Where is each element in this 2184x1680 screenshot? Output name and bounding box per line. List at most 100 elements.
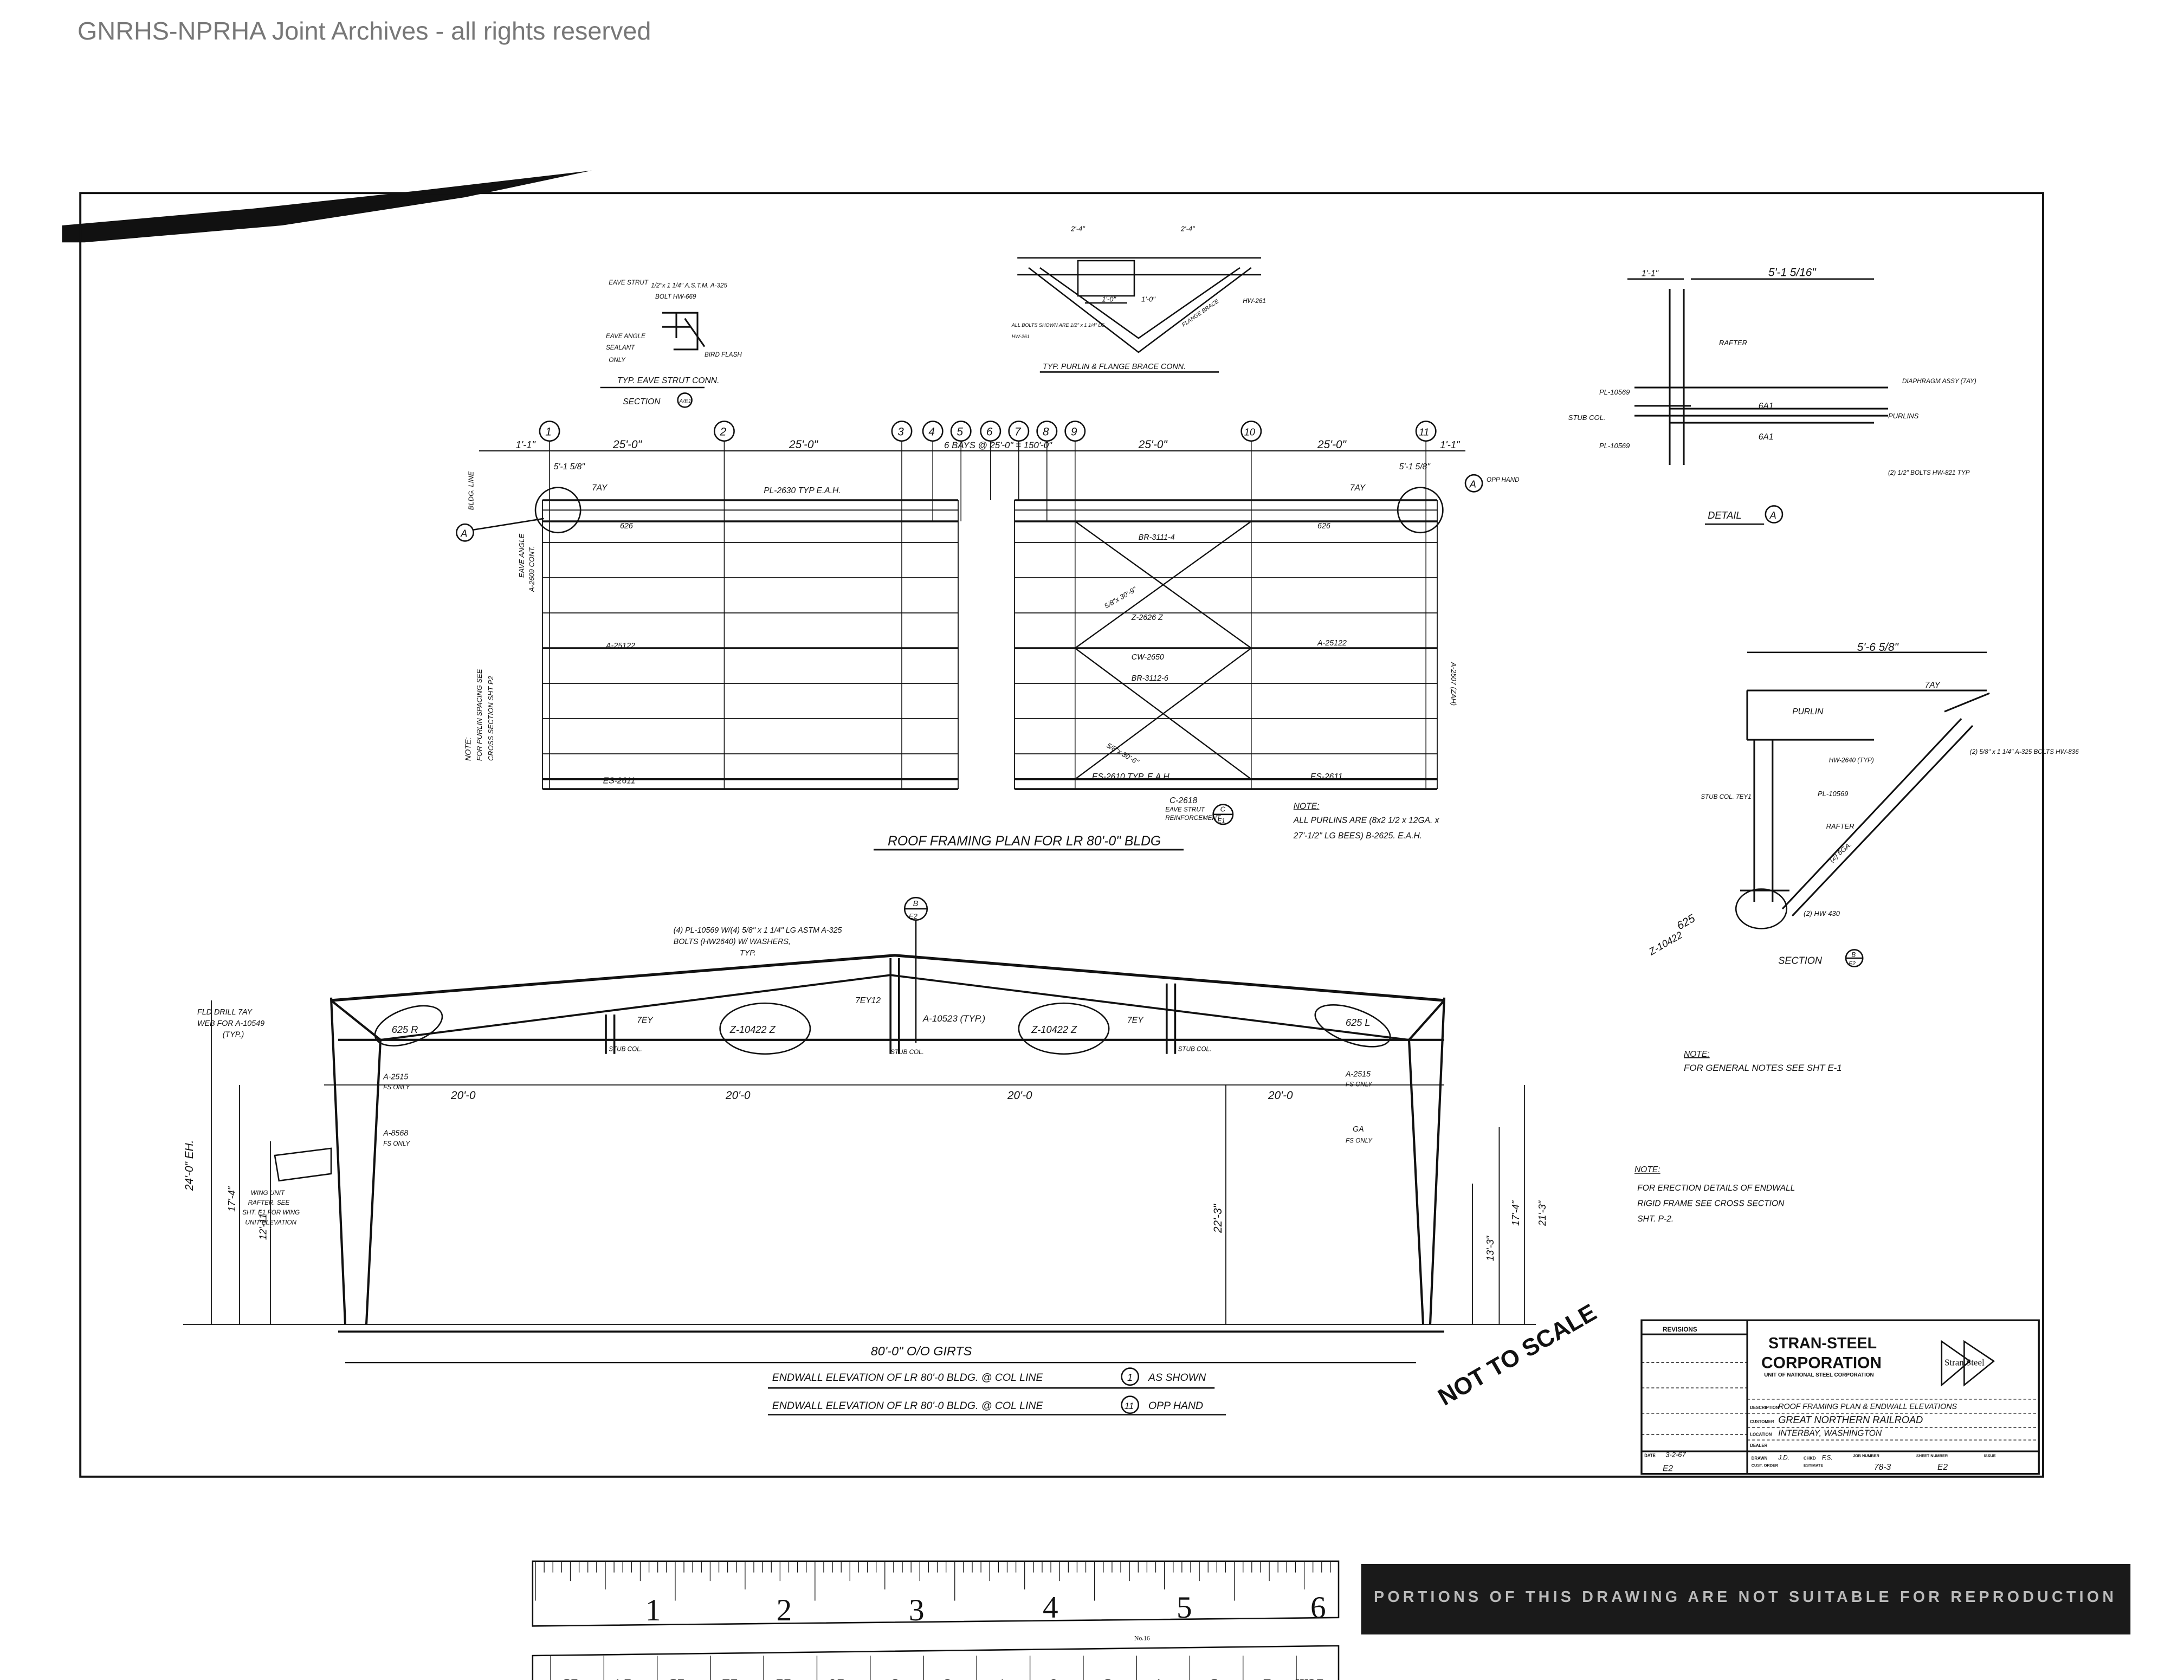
svg-text:A-10523 (TYP.): A-10523 (TYP.) bbox=[922, 1013, 985, 1024]
ruler-cm-label: 7 bbox=[997, 1676, 1005, 1680]
general-notes: NOTE: FOR GENERAL NOTES SEE SHT E-1 NOTE… bbox=[1634, 1050, 1842, 1224]
title-block: REVISIONS STRAN-STEEL CORPORATION UNIT O… bbox=[1640, 1319, 2040, 1475]
svg-text:EAVE ANGLE: EAVE ANGLE bbox=[606, 333, 645, 340]
svg-text:6A1: 6A1 bbox=[1759, 432, 1774, 442]
sheet-border bbox=[79, 192, 2044, 1478]
ruler-cm-label: 11 bbox=[776, 1676, 792, 1680]
svg-text:REVISIONS: REVISIONS bbox=[1663, 1326, 1697, 1333]
svg-text:A-2515: A-2515 bbox=[1345, 1070, 1371, 1078]
svg-text:DESCRIPTION: DESCRIPTION bbox=[1750, 1405, 1779, 1410]
plan-right-panel bbox=[1014, 499, 1438, 790]
svg-text:E2: E2 bbox=[909, 912, 918, 920]
svg-text:6: 6 bbox=[1310, 1591, 1326, 1625]
ruler-cm-label: 10 bbox=[828, 1676, 845, 1680]
svg-text:TYP. EAVE STRUT CONN.: TYP. EAVE STRUT CONN. bbox=[617, 376, 720, 385]
svg-text:J.D.: J.D. bbox=[1778, 1455, 1789, 1462]
svg-text:B: B bbox=[1851, 951, 1856, 958]
svg-text:ISSUE: ISSUE bbox=[1984, 1453, 1996, 1458]
svg-text:1'-1": 1'-1" bbox=[516, 440, 537, 450]
svg-text:Stran Steel: Stran Steel bbox=[1944, 1357, 1985, 1367]
svg-text:SEALANT: SEALANT bbox=[606, 344, 635, 351]
svg-text:AS SHOWN: AS SHOWN bbox=[1148, 1372, 1206, 1384]
svg-text:E2: E2 bbox=[1937, 1463, 1948, 1472]
svg-text:Z-10422 Z: Z-10422 Z bbox=[729, 1024, 776, 1035]
plan-left-panel bbox=[542, 499, 959, 790]
ruler-cm-label: 9 bbox=[890, 1676, 899, 1680]
svg-text:7EY: 7EY bbox=[637, 1016, 654, 1025]
svg-text:4: 4 bbox=[928, 425, 935, 438]
svg-text:PL-10569: PL-10569 bbox=[1818, 790, 1848, 798]
svg-text:BR-3111-4: BR-3111-4 bbox=[1139, 533, 1175, 542]
svg-text:ESTIMATE: ESTIMATE bbox=[1804, 1463, 1823, 1468]
svg-text:PURLINS: PURLINS bbox=[1888, 412, 1919, 420]
grid-bubble-8: 8 bbox=[1036, 421, 1058, 522]
svg-text:ONLY: ONLY bbox=[609, 357, 626, 364]
svg-text:2'-4": 2'-4" bbox=[1070, 224, 1085, 232]
svg-text:C: C bbox=[1220, 805, 1226, 813]
svg-text:JOB NUMBER: JOB NUMBER bbox=[1853, 1453, 1880, 1458]
svg-text:CUSTOMER: CUSTOMER bbox=[1750, 1419, 1774, 1424]
svg-text:21'-3": 21'-3" bbox=[1537, 1200, 1548, 1226]
svg-text:GA: GA bbox=[1353, 1125, 1364, 1134]
svg-text:ALL BOLTS SHOWN ARE 1/2" x 1 1: ALL BOLTS SHOWN ARE 1/2" x 1 1/4" LG bbox=[1011, 322, 1105, 328]
svg-text:CORPORATION: CORPORATION bbox=[1761, 1354, 1882, 1372]
svg-text:25'-0": 25'-0" bbox=[612, 438, 643, 451]
svg-text:WING UNIT: WING UNIT bbox=[251, 1190, 285, 1197]
svg-text:FS ONLY: FS ONLY bbox=[383, 1140, 410, 1147]
svg-text:22'-3": 22'-3" bbox=[1212, 1203, 1224, 1233]
svg-text:ES-2611: ES-2611 bbox=[603, 777, 636, 786]
svg-text:BOLT HW-669: BOLT HW-669 bbox=[655, 293, 696, 300]
svg-text:EAVE ANGLE: EAVE ANGLE bbox=[518, 534, 526, 578]
svg-text:LOCATION: LOCATION bbox=[1750, 1432, 1772, 1437]
ruler-cm-label: 2 bbox=[1263, 1676, 1271, 1680]
ruler-cm-label: 8 bbox=[943, 1676, 952, 1680]
svg-text:5: 5 bbox=[1177, 1591, 1192, 1625]
svg-text:(2) 5/8" x 1 1/4" A-325 BOLTS: (2) 5/8" x 1 1/4" A-325 BOLTS HW-836 bbox=[1970, 748, 2079, 755]
svg-text:FS ONLY: FS ONLY bbox=[1346, 1138, 1373, 1145]
svg-text:(2) 6GA.: (2) 6GA. bbox=[1827, 840, 1853, 863]
svg-text:A/E1: A/E1 bbox=[679, 399, 692, 405]
svg-text:4: 4 bbox=[1043, 1591, 1058, 1625]
svg-text:NOTE:: NOTE: bbox=[464, 737, 473, 761]
stran-steel-logo: Stran Steel bbox=[1941, 1340, 1995, 1387]
svg-text:A: A bbox=[1469, 479, 1476, 490]
svg-text:(4) PL-10569 W/(4) 5/8" x 1 1/: (4) PL-10569 W/(4) 5/8" x 1 1/4" LG ASTM… bbox=[674, 926, 842, 935]
svg-text:CW-2650: CW-2650 bbox=[1132, 653, 1164, 662]
svg-text:25'-0": 25'-0" bbox=[1317, 438, 1347, 451]
svg-text:11: 11 bbox=[1419, 427, 1429, 437]
svg-text:PURLIN: PURLIN bbox=[1792, 707, 1824, 716]
svg-text:E2: E2 bbox=[1849, 961, 1856, 967]
svg-text:20'-0: 20'-0 bbox=[450, 1089, 476, 1102]
svg-text:E1: E1 bbox=[1217, 817, 1225, 824]
svg-text:STUB COL.: STUB COL. bbox=[1178, 1046, 1212, 1053]
svg-text:DATE: DATE bbox=[1644, 1453, 1656, 1458]
svg-text:626: 626 bbox=[1317, 522, 1330, 531]
elevation-title-1: ENDWALL ELEVATION OF LR 80'-0 BLDG. @ CO… bbox=[768, 1367, 1215, 1389]
svg-text:DIAPHRAGM ASSY (7AY): DIAPHRAGM ASSY (7AY) bbox=[1902, 378, 1976, 385]
detail-a: 1'-1" 5'-1 5/16" RAFTER PL-10569 STUB CO… bbox=[1568, 267, 1976, 525]
svg-text:NOTE:: NOTE: bbox=[1634, 1165, 1660, 1174]
svg-text:2'-4": 2'-4" bbox=[1180, 224, 1196, 232]
svg-text:NOTE:: NOTE: bbox=[1294, 802, 1320, 811]
grid-bubble-6: 6 bbox=[980, 421, 1001, 501]
svg-text:RAFTER: RAFTER bbox=[1719, 339, 1747, 347]
svg-text:NOTE:: NOTE: bbox=[1684, 1050, 1710, 1059]
svg-text:B: B bbox=[913, 900, 919, 908]
svg-text:A-2515: A-2515 bbox=[383, 1073, 408, 1082]
svg-text:20'-0: 20'-0 bbox=[1268, 1089, 1293, 1102]
svg-text:CHKD: CHKD bbox=[1804, 1456, 1816, 1461]
svg-text:RAFTER. SEE: RAFTER. SEE bbox=[248, 1199, 290, 1206]
svg-text:DETAIL: DETAIL bbox=[1708, 510, 1741, 521]
svg-text:(TYP.): (TYP.) bbox=[223, 1031, 244, 1039]
svg-text:6A1: 6A1 bbox=[1759, 402, 1774, 411]
svg-text:8: 8 bbox=[1043, 425, 1049, 438]
svg-text:ALL PURLINS ARE (8x2 1/2 x 12G: ALL PURLINS ARE (8x2 1/2 x 12GA. x bbox=[1293, 816, 1440, 825]
svg-text:HW-2640 (TYP): HW-2640 (TYP) bbox=[1829, 757, 1874, 764]
svg-text:A: A bbox=[460, 528, 467, 539]
section-b-marker: B E2 bbox=[903, 896, 928, 1043]
svg-text:5'-1 5/16": 5'-1 5/16" bbox=[1768, 267, 1817, 279]
svg-text:HW-261: HW-261 bbox=[1012, 334, 1030, 339]
svg-text:F.S.: F.S. bbox=[1822, 1455, 1833, 1462]
svg-text:DRAWN: DRAWN bbox=[1752, 1456, 1768, 1461]
roof-plan-title: ROOF FRAMING PLAN FOR LR 80'-0" BLDG bbox=[888, 834, 1161, 849]
